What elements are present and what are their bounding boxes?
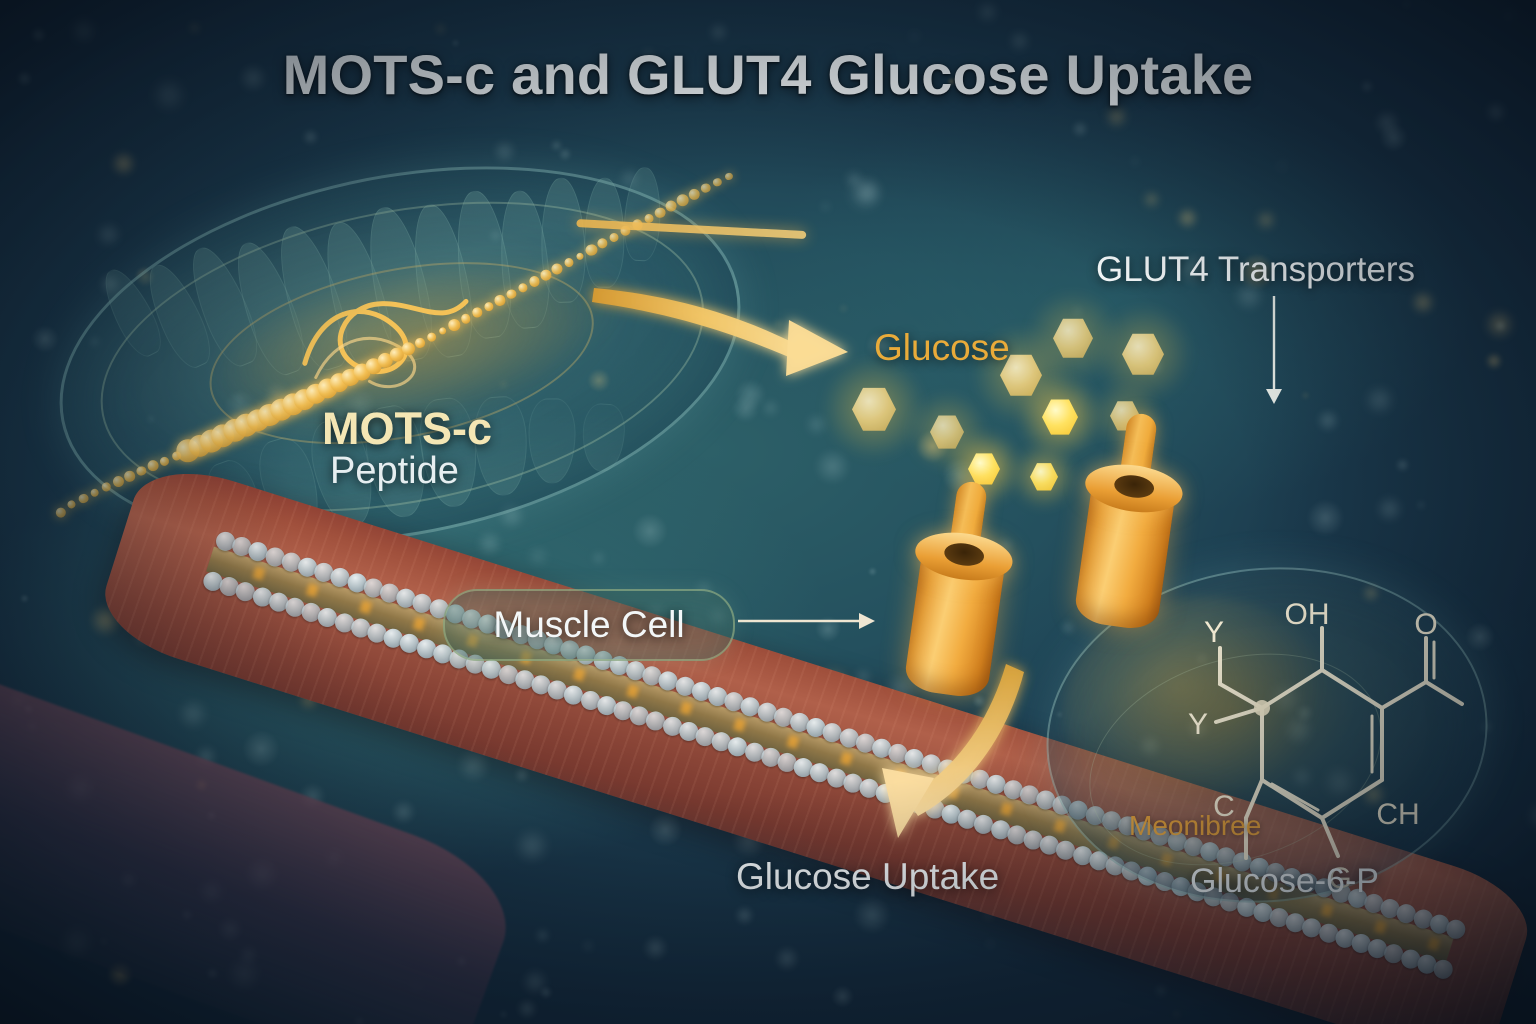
molecule-atom-ch: CH [1376, 798, 1419, 831]
label-glut4-transporters: GLUT4 Transporters [1096, 250, 1415, 289]
label-glucose: Glucose [874, 327, 1010, 368]
molecule-atom-o: O [1414, 608, 1437, 641]
label-glucose-uptake: Glucose Uptake [736, 856, 1000, 897]
page-title: MOTS-c and GLUT4 Glucose Uptake [282, 43, 1254, 106]
molecule-atom-oh: OH [1285, 598, 1330, 631]
label-glucose-6-p: Glucose-6-P [1190, 862, 1379, 900]
molecule-atom-y-upper: Y [1204, 616, 1224, 649]
molecule-atom-y-lower: Y [1188, 708, 1208, 741]
muscle-cell-callout: Muscle Cell [443, 589, 735, 661]
label-garbled-overlay: Meonibree [1129, 810, 1262, 841]
glucose-6-phosphate-structure-icon: OH O Y Y C CH G [1188, 598, 1464, 895]
label-muscle-cell: Muscle Cell [493, 604, 685, 645]
label-peptide: Peptide [330, 450, 459, 492]
label-motsc: MOTS-c [322, 403, 493, 454]
molecule-node [1254, 700, 1270, 716]
